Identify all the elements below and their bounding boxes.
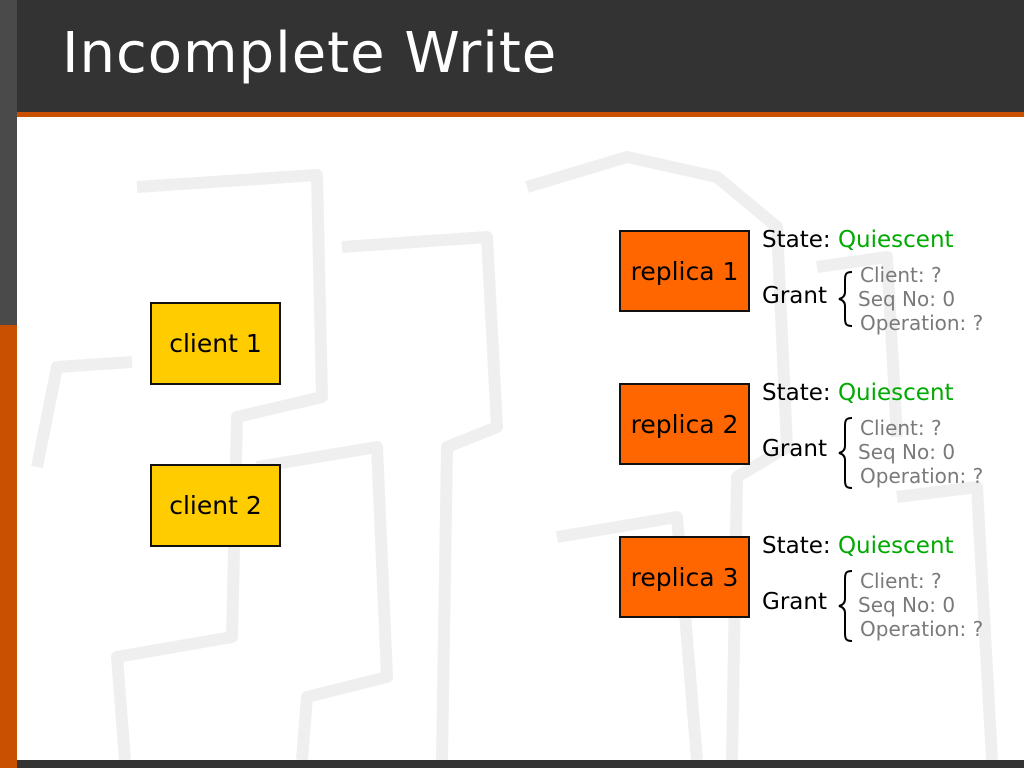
replica-1-state: State: Quiescent <box>762 227 954 253</box>
client-2-label: client 2 <box>169 491 262 520</box>
replica-2-label: replica 2 <box>630 409 739 439</box>
replica-3-box[interactable]: replica 3 <box>619 536 750 618</box>
client-2-box[interactable]: client 2 <box>150 464 281 547</box>
replica-2-grant-brace <box>838 417 853 489</box>
replica-2-grant-operation: Operation: ? <box>860 464 984 488</box>
slide-title: Incomplete Write <box>62 21 558 86</box>
replica-2-grant-label: Grant <box>762 436 827 462</box>
left-accent-strip-dark <box>0 0 17 325</box>
replica-3-grant-brace <box>838 570 853 642</box>
replica-1-grant-operation: Operation: ? <box>860 311 984 335</box>
left-accent-strip-orange <box>0 325 17 768</box>
client-1-box[interactable]: client 1 <box>150 302 281 385</box>
replica-1-grant-client: Client: ? <box>860 263 942 287</box>
replica-1-grant-brace <box>838 271 853 327</box>
replica-2-state: State: Quiescent <box>762 380 954 406</box>
replica-3-grant-client: Client: ? <box>860 569 942 593</box>
replica-2-grant-seq-no: Seq No: 0 <box>858 440 956 464</box>
replica-3-state: State: Quiescent <box>762 533 954 559</box>
replica-3-label: replica 3 <box>630 562 739 592</box>
replica-1-grant-seq-no: Seq No: 0 <box>858 287 956 311</box>
replica-3-grant-operation: Operation: ? <box>860 617 984 641</box>
replica-1-label: replica 1 <box>630 256 739 286</box>
replica-3-grant-label: Grant <box>762 589 827 615</box>
background-building-outline <box>31 151 998 760</box>
replica-1-grant-label: Grant <box>762 283 827 309</box>
replica-3-grant-seq-no: Seq No: 0 <box>858 593 956 617</box>
replica-1-box[interactable]: replica 1 <box>619 230 750 312</box>
replica-2-grant-client: Client: ? <box>860 416 942 440</box>
bottom-rule <box>17 760 1024 768</box>
client-1-label: client 1 <box>169 329 262 358</box>
replica-2-box[interactable]: replica 2 <box>619 383 750 465</box>
replica-2-state-label: State: <box>762 380 831 406</box>
title-underline <box>17 112 1024 117</box>
replica-1-state-value: Quiescent <box>837 227 954 253</box>
replica-1-state-label: State: <box>762 227 831 253</box>
replica-2-state-value: Quiescent <box>837 380 954 406</box>
title-bar <box>17 0 1024 112</box>
replica-3-state-label: State: <box>762 533 831 559</box>
replica-3-state-value: Quiescent <box>837 533 954 559</box>
